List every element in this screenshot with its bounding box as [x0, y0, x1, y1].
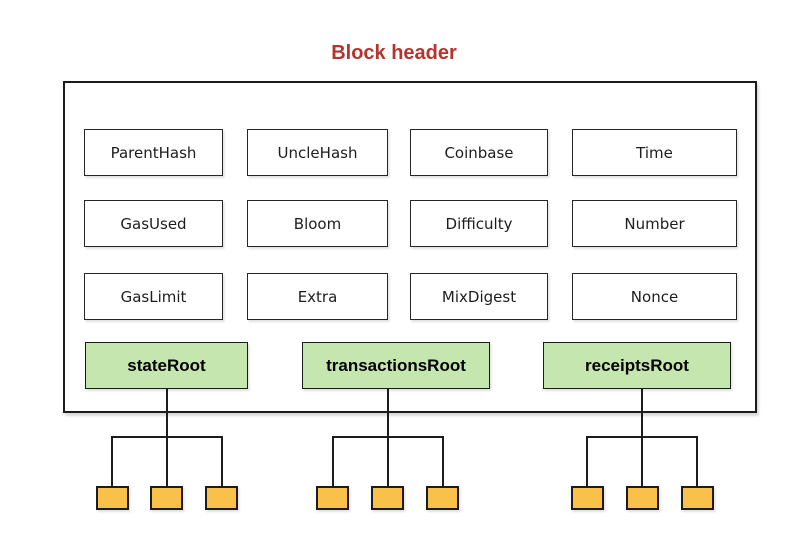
leaf-node [371, 486, 404, 510]
leaf-node [205, 486, 238, 510]
field-box-difficulty: Difficulty [410, 200, 548, 247]
field-box-time: Time [572, 129, 737, 176]
field-box-bloom: Bloom [247, 200, 388, 247]
field-box-coinbase: Coinbase [410, 129, 548, 176]
tree-drop-line [696, 436, 698, 487]
tree-drop-line [221, 436, 223, 487]
field-box-mixdigest: MixDigest [410, 273, 548, 320]
tree-drop-line [111, 436, 113, 487]
leaf-node [571, 486, 604, 510]
diagram-title: Block header [331, 42, 457, 64]
tree-trunk-line [641, 388, 643, 438]
field-box-gaslimit: GasLimit [84, 273, 223, 320]
leaf-node [316, 486, 349, 510]
leaf-node [626, 486, 659, 510]
root-box-receiptsroot: receiptsRoot [543, 342, 731, 389]
tree-trunk-line [387, 388, 389, 438]
field-box-parenthash: ParentHash [84, 129, 223, 176]
field-box-extra: Extra [247, 273, 388, 320]
leaf-node [681, 486, 714, 510]
field-box-number: Number [572, 200, 737, 247]
leaf-node [150, 486, 183, 510]
tree-drop-line [641, 436, 643, 487]
tree-drop-line [166, 436, 168, 487]
root-box-transactionsroot: transactionsRoot [302, 342, 490, 389]
field-box-unclehash: UncleHash [247, 129, 388, 176]
leaf-node [96, 486, 129, 510]
tree-drop-line [387, 436, 389, 487]
field-box-nonce: Nonce [572, 273, 737, 320]
tree-drop-line [586, 436, 588, 487]
tree-drop-line [332, 436, 334, 487]
tree-drop-line [442, 436, 444, 487]
field-box-gasused: GasUsed [84, 200, 223, 247]
leaf-node [426, 486, 459, 510]
tree-trunk-line [166, 388, 168, 438]
root-box-stateroot: stateRoot [85, 342, 248, 389]
